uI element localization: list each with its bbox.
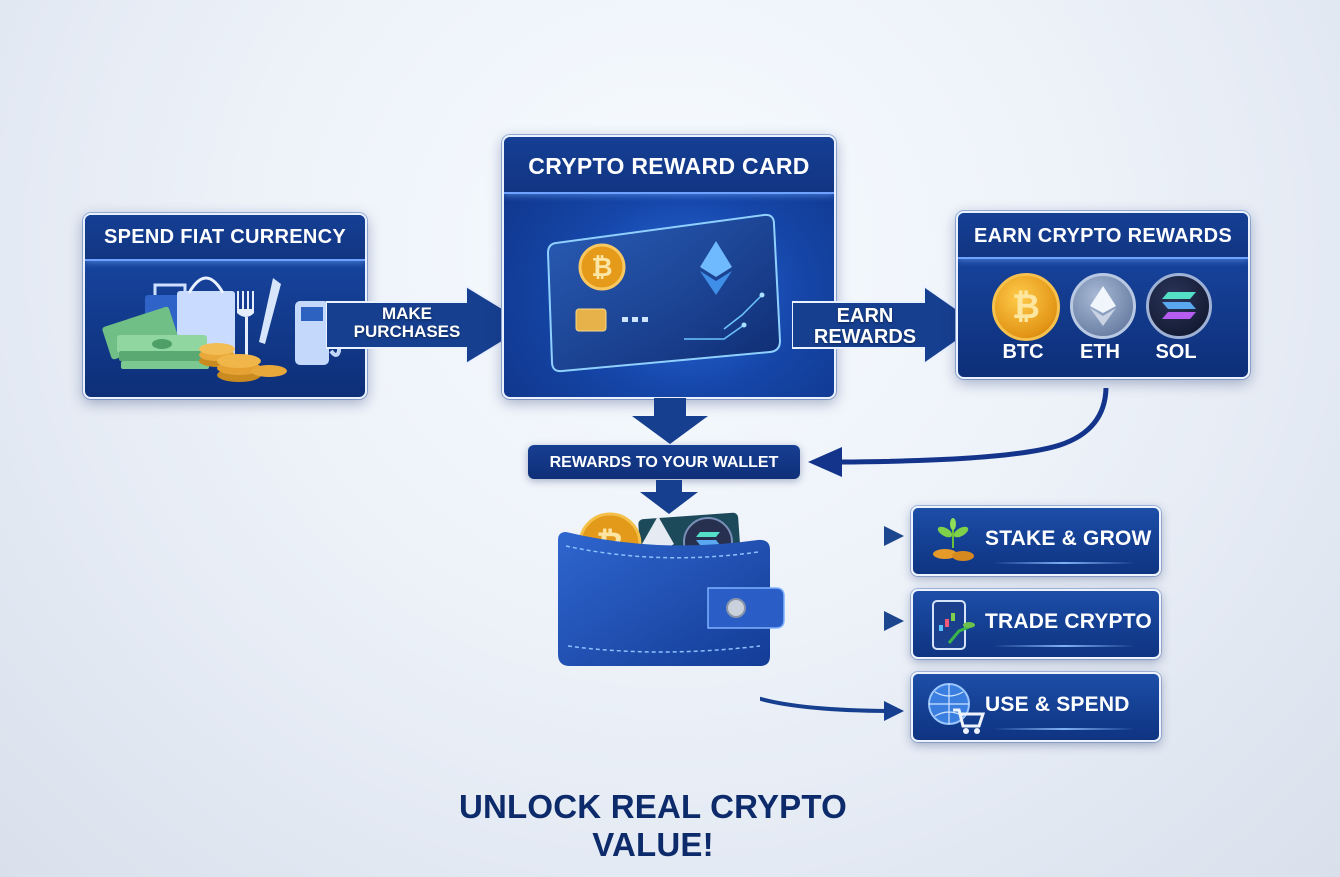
headline: UNLOCK REAL CRYPTO VALUE!	[458, 788, 847, 863]
curved-arrow-to-wallet-banner	[808, 387, 1109, 477]
phone-chart-icon	[932, 600, 975, 650]
ethereum-icon	[700, 241, 732, 295]
svg-text:₿: ₿	[591, 253, 612, 283]
stake-and-grow-button[interactable]: STAKE & GROW	[911, 506, 1161, 576]
globe-cart-icon	[928, 683, 985, 734]
earn-crypto-rewards-panel: EARN CRYPTO REWARDS ₿ BTC ETH SOL	[956, 211, 1250, 379]
eth-label: ETH	[1080, 341, 1120, 363]
sprout-coins-icon	[933, 518, 974, 561]
rewards-to-wallet-banner: REWARDS TO YOUR WALLET	[528, 445, 800, 479]
sol-label: SOL	[1155, 341, 1197, 363]
spend-fiat-title: SPEND FIAT CURRENCY	[85, 215, 365, 261]
trade-crypto-button[interactable]: TRADE CRYPTO	[911, 589, 1161, 659]
btc-coin-icon: ₿	[992, 273, 1060, 341]
spending-illustration	[102, 276, 342, 382]
wallet-action-arrows	[760, 526, 904, 721]
knife-icon	[259, 278, 281, 344]
wallet-icon: ₿	[558, 512, 785, 666]
earn-rewards-arrow	[792, 286, 982, 364]
trade-crypto-label: TRADE CRYPTO	[985, 610, 1152, 633]
cash-icon	[102, 306, 209, 369]
credit-card-icon: ₿	[546, 213, 782, 373]
earn-crypto-rewards-title: EARN CRYPTO REWARDS	[958, 213, 1248, 259]
sol-coin-icon	[1146, 273, 1212, 339]
use-and-spend-button[interactable]: USE & SPEND	[911, 672, 1161, 742]
earn-rewards-label: EARN REWARDS	[813, 305, 917, 348]
bitcoin-icon: ₿	[578, 243, 626, 291]
down-arrow-to-wallet	[640, 480, 698, 514]
solana-icon	[1162, 292, 1196, 319]
ethereum-icon	[1090, 286, 1116, 326]
stake-and-grow-label: STAKE & GROW	[985, 527, 1152, 550]
make-purchases-arrow	[326, 286, 532, 364]
use-and-spend-label: USE & SPEND	[985, 693, 1130, 716]
eth-coin-icon	[1070, 273, 1136, 339]
crypto-reward-card-title: CRYPTO REWARD CARD	[504, 137, 834, 194]
btc-label: BTC	[1002, 341, 1044, 363]
fork-icon	[237, 291, 254, 357]
down-arrow-to-wallet-banner	[632, 398, 708, 444]
spend-fiat-panel: SPEND FIAT CURRENCY	[83, 213, 367, 399]
chip-icon	[575, 308, 607, 332]
coins-icon	[199, 343, 287, 382]
crypto-reward-card-panel: CRYPTO REWARD CARD ₿	[502, 135, 836, 399]
make-purchases-label: MAKE PURCHASES	[353, 304, 461, 341]
